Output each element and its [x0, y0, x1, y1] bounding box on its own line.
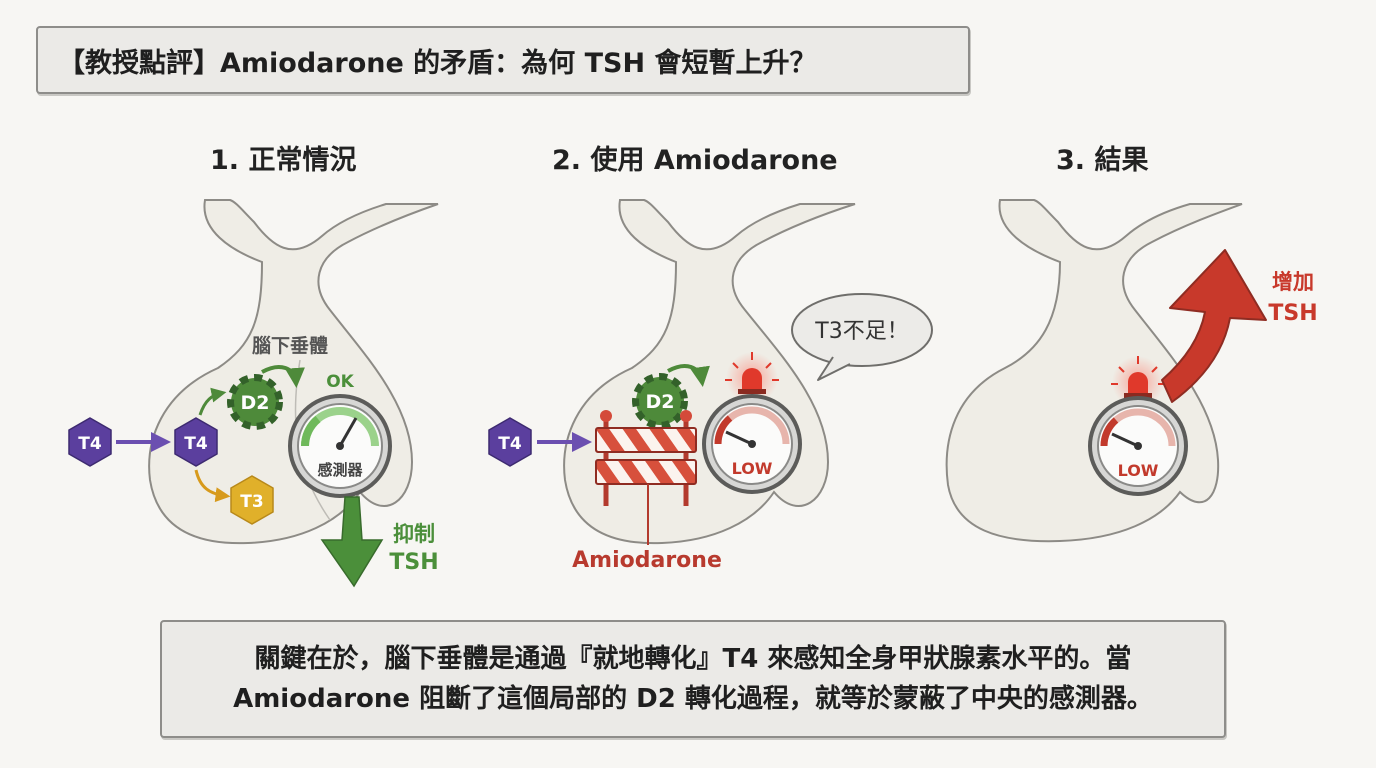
conversion-arrow-yellow-1 — [194, 469, 231, 503]
alarm-light-3 — [1111, 356, 1165, 408]
gear-rotation-arrow-1 — [261, 365, 305, 388]
caption-box: 關鍵在於，腦下垂體是通過『就地轉化』T4 來感知全身甲狀腺素水平的。當 Amio… — [160, 620, 1226, 738]
increase-tsh-arrow — [1161, 249, 1267, 403]
panel-2-heading: 2. 使用 Amiodarone — [552, 145, 838, 176]
d2-enzyme-gear-1: D2 — [227, 374, 283, 430]
suppress-label-1: 抑制 — [393, 522, 435, 546]
gauge-low-label-2: LOW — [732, 459, 773, 478]
alarm-light-2 — [725, 352, 779, 404]
t4-molecule-outside-2: T4 — [488, 417, 532, 467]
speech-text: T3不足！ — [814, 319, 908, 344]
suppress-tsh-arrow — [320, 496, 384, 588]
svg-text:T4: T4 — [498, 434, 522, 454]
gauge-low-label-3: LOW — [1118, 461, 1159, 480]
t3-molecule-1: T3 — [230, 475, 274, 525]
sensor-label: 感測器 — [317, 461, 363, 479]
panel-3-heading: 3. 結果 — [1056, 145, 1149, 176]
svg-text:T4: T4 — [184, 434, 208, 454]
t4-molecule-outside-1: T4 — [68, 417, 112, 467]
sensor-gauge-low-3: LOW — [1088, 396, 1188, 496]
page-title: 【教授點評】Amiodarone 的矛盾：為何 TSH 會短暫上升？ — [58, 47, 817, 79]
increase-label-1: 增加 — [1272, 270, 1314, 294]
caption-line-1: 關鍵在於，腦下垂體是通過『就地轉化』T4 來感知全身甲狀腺素水平的。當 — [254, 644, 1132, 674]
gear-rotation-arrow-2 — [667, 364, 710, 387]
title-banner: 【教授點評】Amiodarone 的矛盾：為何 TSH 會短暫上升？ — [36, 26, 970, 94]
suppress-label-2: TSH — [389, 550, 438, 575]
d2-enzyme-gear-2: D2 — [632, 373, 688, 429]
caption-line-2: Amiodarone 阻斷了這個局部的 D2 轉化過程，就等於蒙蔽了中央的感測器… — [233, 684, 1153, 714]
svg-text:T3: T3 — [240, 492, 263, 512]
panel-1: 腦下垂體 T4 T4 D2 T3 OK — [68, 199, 439, 588]
conversion-arrow-green-1 — [198, 387, 227, 416]
svg-text:T4: T4 — [78, 434, 102, 454]
panel-3: LOW 增加 TSH — [945, 199, 1318, 543]
sensor-gauge-ok: 感測器 — [288, 394, 392, 498]
speech-bubble: T3不足！ — [791, 293, 933, 381]
status-ok-label: OK — [326, 372, 354, 392]
svg-text:D2: D2 — [646, 391, 675, 413]
panel-2: T4 D2 Amiodarone T3不足！ — [488, 199, 933, 573]
amiodarone-barrier — [595, 410, 697, 545]
amiodarone-label: Amiodarone — [572, 548, 722, 573]
increase-label-2: TSH — [1268, 301, 1317, 326]
sensor-gauge-low-2: LOW — [702, 394, 802, 494]
t4-molecule-inside-1: T4 — [174, 417, 218, 467]
panel-1-heading: 1. 正常情況 — [210, 145, 357, 176]
svg-text:D2: D2 — [241, 392, 270, 414]
organ-label: 腦下垂體 — [252, 334, 328, 357]
